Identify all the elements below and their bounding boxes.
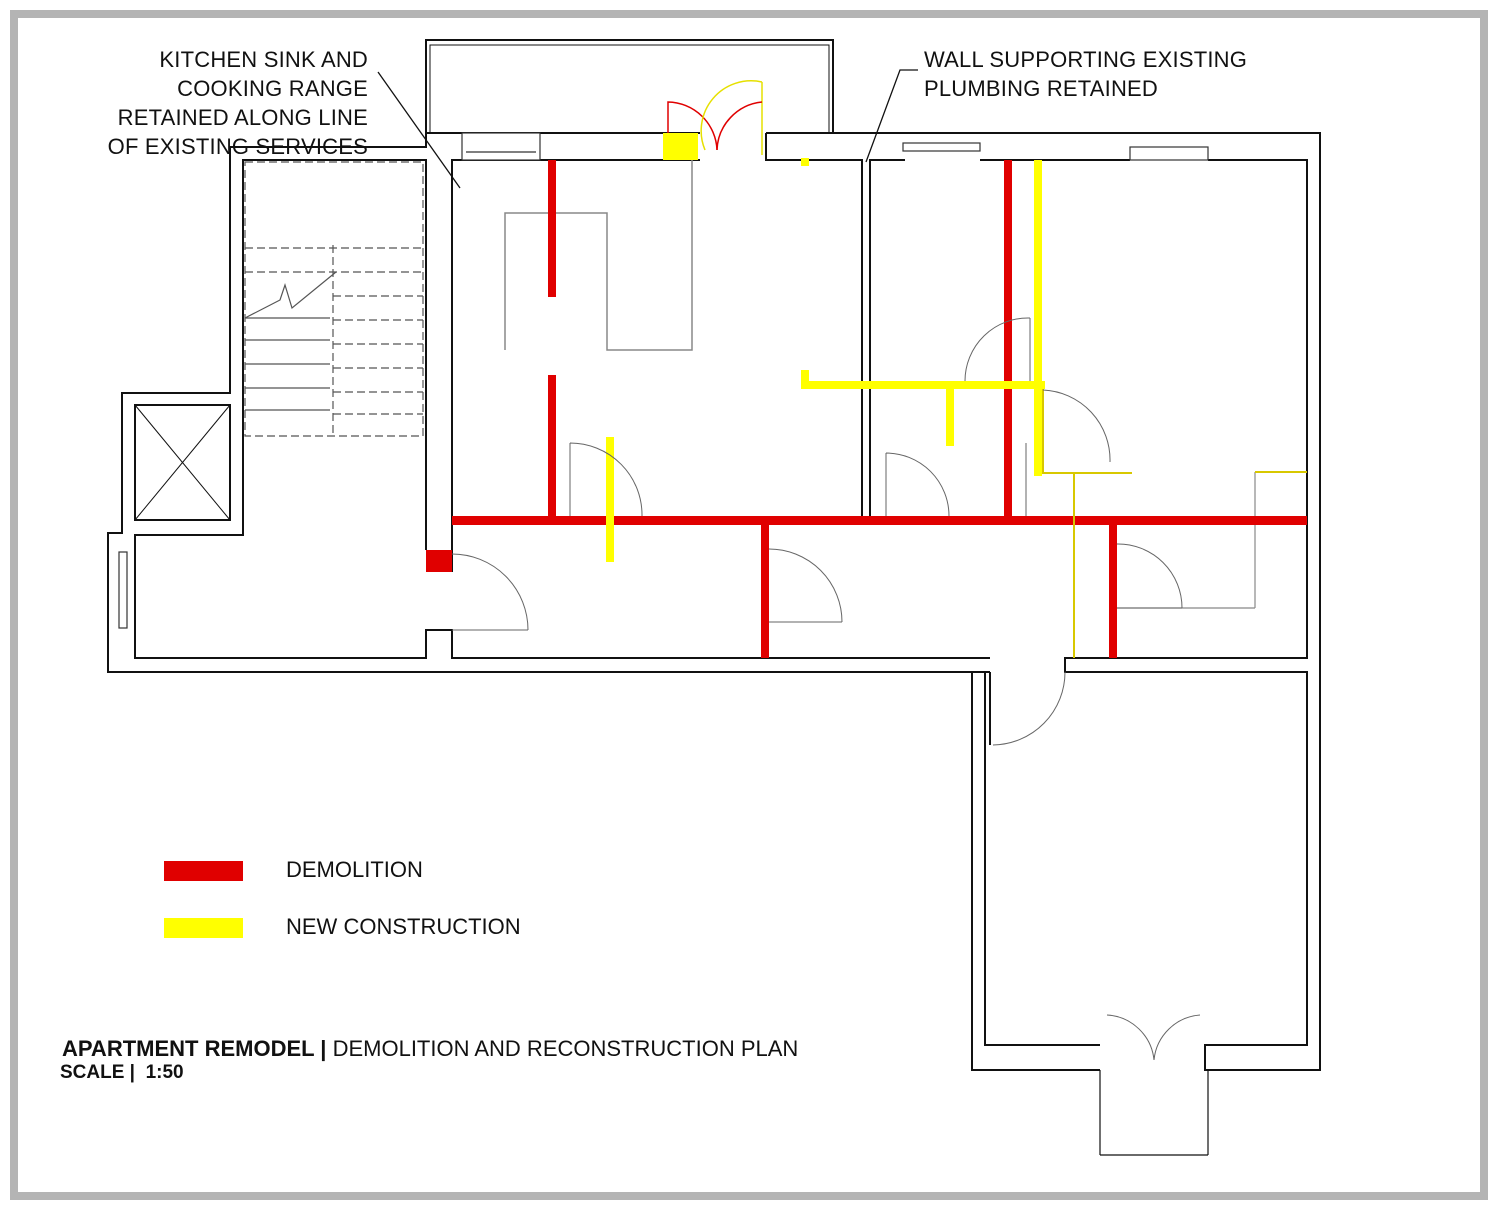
demolition-walls [426,160,1307,658]
annotation-line: RETAINED ALONG LINE [117,105,368,130]
annotation-line: KITCHEN SINK AND [159,47,368,72]
windows [118,132,1209,629]
drawing-frame [10,10,1488,1200]
annotation-line: OF EXISTING SERVICES [107,134,368,159]
new-construction-walls [606,133,1045,562]
annotation-line: WALL SUPPORTING EXISTING [924,47,1248,72]
legend-label-demolition: DEMOLITION [286,857,423,882]
door-swings [451,317,1201,1061]
stair-treads [244,271,337,411]
legend-swatch-new-construction [164,918,243,938]
legend-swatch-demolition [164,861,243,881]
drawing-scale: SCALE | 1:50 [60,1062,184,1084]
wall-annotation: WALL SUPPORTING EXISTING PLUMBING RETAIN… [924,45,1247,103]
legend-label-new-construction: NEW CONSTRUCTION [286,914,521,939]
new-construction-lines [1042,389,1307,658]
scale-label: SCALE | [60,1062,135,1083]
drawing-title: APARTMENT REMODEL | DEMOLITION AND RECON… [62,1036,798,1062]
scale-value: 1:50 [145,1062,184,1083]
annotation-line: COOKING RANGE [177,76,368,101]
project-name: APARTMENT REMODEL | [62,1036,327,1061]
annotation-line: PLUMBING RETAINED [924,76,1159,101]
kitchen-annotation: KITCHEN SINK AND COOKING RANGE RETAINED … [90,45,368,161]
entry-doors [667,80,763,155]
stairs [244,161,424,437]
leader-lines [377,69,918,189]
walls [107,39,1321,1156]
drawing-subtitle: DEMOLITION AND RECONSTRUCTION PLAN [332,1036,799,1061]
